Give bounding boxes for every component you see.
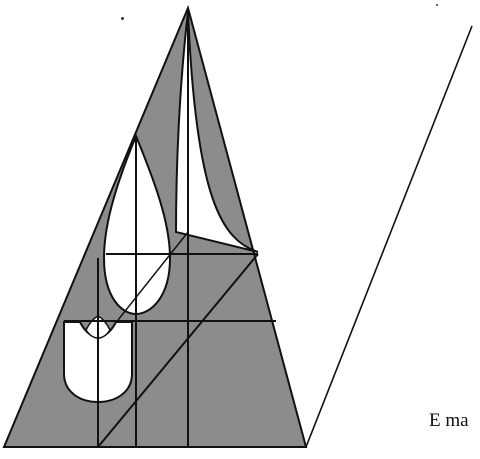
sail-shape [174, 11, 259, 253]
diagonal-line [117, 231, 189, 321]
triangle-outline [2, 4, 308, 448]
slanted-line [305, 25, 473, 448]
stray-mark [436, 4, 438, 6]
diagonal-line [97, 253, 259, 448]
stray-mark [121, 17, 124, 20]
caption-fragment: E ma [429, 410, 469, 431]
